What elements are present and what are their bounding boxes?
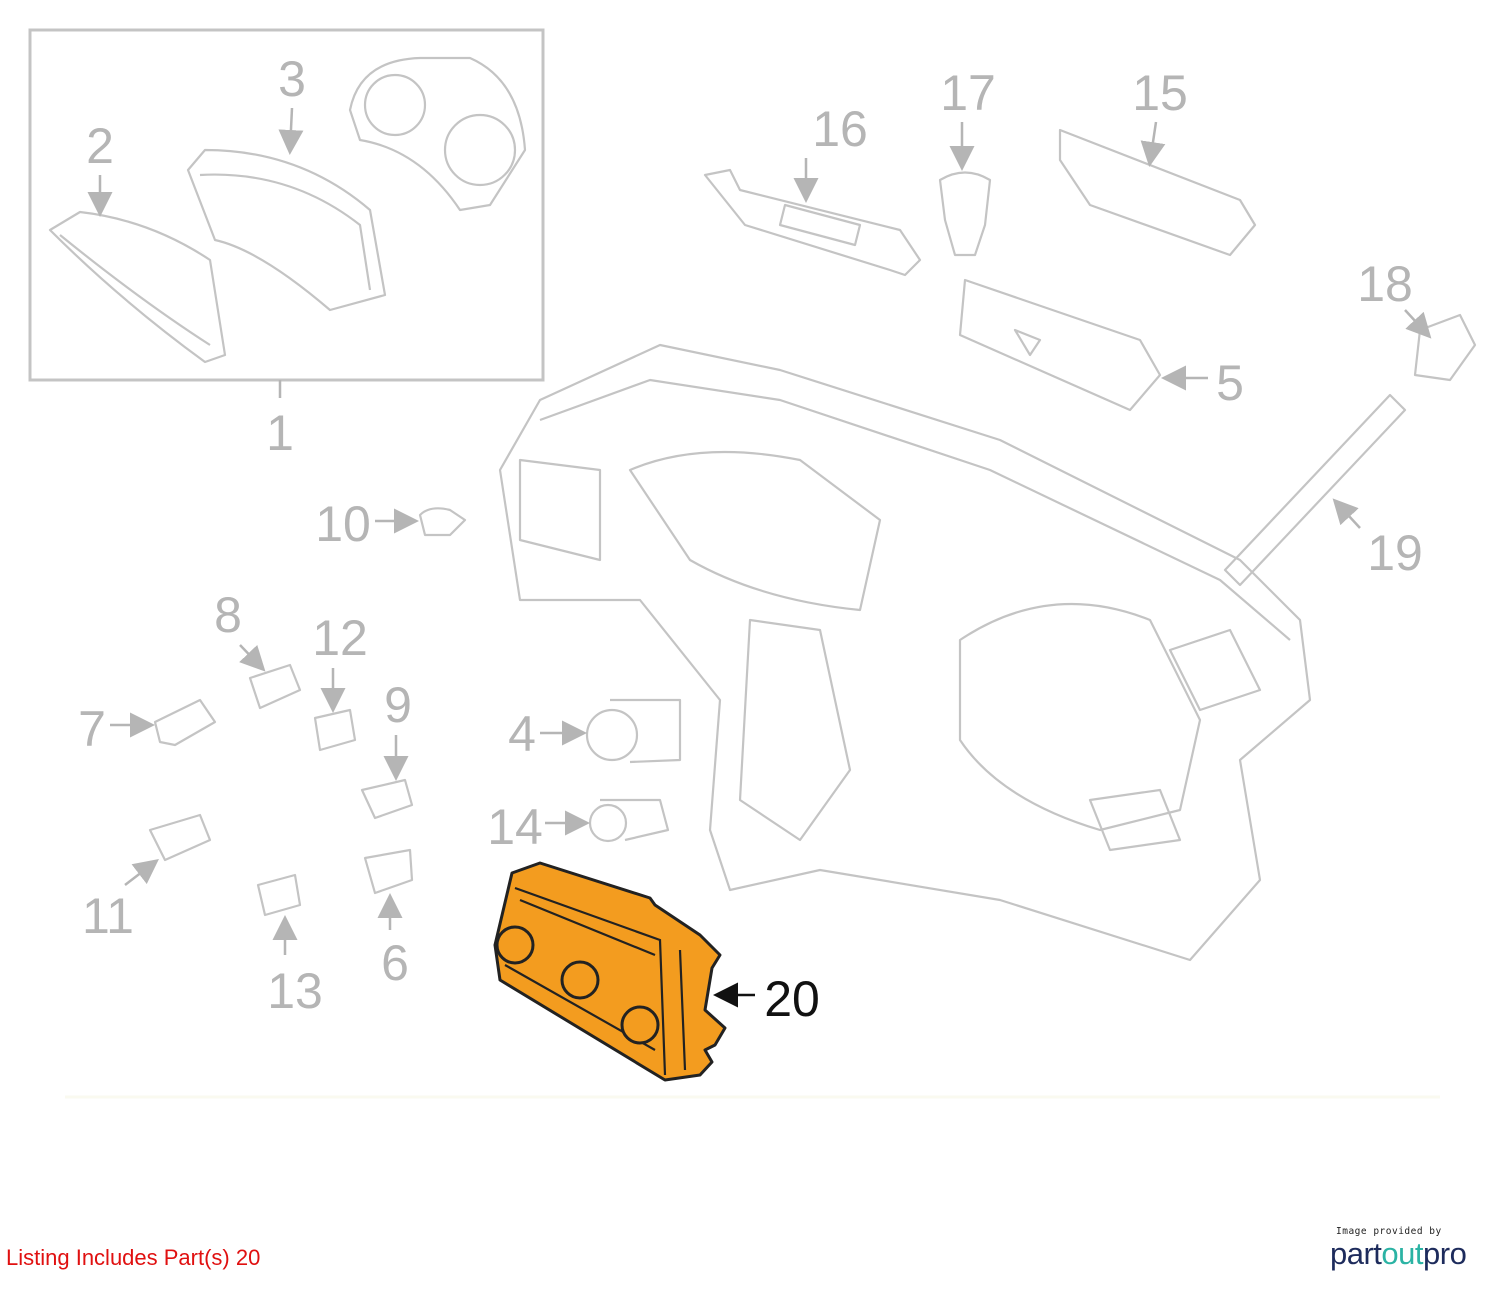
callout-15: 15 [1132,65,1188,121]
part-8[interactable] [248,663,302,710]
callout-3: 3 [278,51,306,107]
callout-1: 1 [266,405,294,461]
partoutpro-logo: partoutpro [1330,1237,1490,1271]
cluster-group-box [28,28,545,382]
logo-part: part [1330,1236,1382,1271]
callout-6: 6 [381,935,409,991]
part-15[interactable] [1058,128,1257,257]
part-cluster-gauges[interactable] [348,56,527,212]
part-12[interactable] [313,708,357,752]
callout-16: 16 [812,101,868,157]
part-18[interactable] [1413,313,1477,382]
credit-prefix: Image provided by [1336,1226,1442,1237]
part-6[interactable] [363,848,414,895]
callout-10: 10 [315,496,371,552]
callout-4: 4 [508,706,536,762]
part-7[interactable] [153,698,217,747]
callout-2: 2 [86,118,114,174]
part-3-cluster-housing[interactable] [186,148,387,312]
callout-19: 19 [1367,525,1423,581]
part-19[interactable] [1223,393,1407,587]
part-9[interactable] [360,778,414,820]
callout-12: 12 [312,610,368,666]
part-14[interactable] [588,798,670,843]
part-2-cluster-lens[interactable] [48,210,227,364]
callout-8: 8 [214,587,242,643]
callout-5: 5 [1216,355,1244,411]
listing-includes-text: Listing Includes Part(s) 20 [6,1245,261,1270]
part-4[interactable] [585,698,682,764]
part-17[interactable] [938,171,992,257]
callout-9: 9 [384,677,412,733]
callout-17: 17 [940,65,996,121]
callout-7: 7 [78,701,106,757]
part-11[interactable] [148,813,212,862]
part-16[interactable] [703,168,922,277]
image-credit: Image provided by partoutpro [1330,1226,1490,1271]
logo-out: out [1381,1236,1424,1271]
callout-14: 14 [487,799,543,855]
callout-20: 20 [764,971,820,1027]
part-5[interactable] [958,278,1162,412]
part-13[interactable] [256,873,302,917]
logo-pro: pro [1423,1236,1467,1271]
callout-11: 11 [82,888,134,944]
instrument-panel [498,343,1312,962]
part-20-climate-control-highlighted[interactable] [493,861,727,1082]
callout-18: 18 [1357,256,1413,312]
callout-13: 13 [267,963,323,1019]
part-10[interactable] [418,507,467,537]
